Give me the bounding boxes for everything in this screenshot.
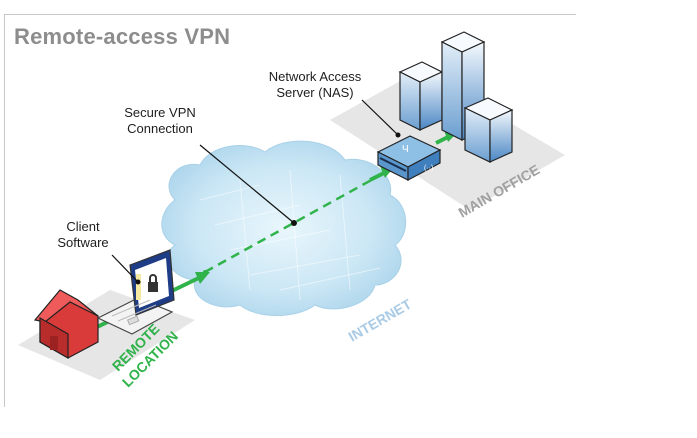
client-label-line1: Client xyxy=(66,219,100,234)
vpn-leader-line xyxy=(199,144,295,224)
svg-text:Ч: Ч xyxy=(402,144,409,155)
client-leader-dot xyxy=(135,279,141,285)
client-leader-line xyxy=(111,254,139,283)
laptop-lock-icon xyxy=(96,249,175,335)
client-software-label: Client Software xyxy=(38,219,128,251)
svg-text:(··): (··) xyxy=(424,165,433,172)
vpn-label-line1: Secure VPN xyxy=(124,105,196,120)
nas-leader-line xyxy=(361,99,399,136)
vpn-tunnel-line xyxy=(204,176,376,274)
diagram-title: Remote-access VPN xyxy=(14,24,231,49)
nas-label-line2: Server (NAS) xyxy=(276,85,354,100)
frame-top-border xyxy=(4,14,576,15)
frame-left-border xyxy=(4,14,5,407)
nas-label: Network Access Server (NAS) xyxy=(250,69,380,101)
nas-leader-dot xyxy=(395,132,401,138)
client-label-line2: Software xyxy=(57,235,109,250)
nas-device-icon: (··) Ч xyxy=(376,135,442,181)
vpn-label-line2: Connection xyxy=(127,121,193,136)
house-icon xyxy=(33,289,99,360)
office-buildings-icon xyxy=(398,31,514,163)
vpn-connection-label: Secure VPN Connection xyxy=(105,105,215,137)
nas-label-line1: Network Access xyxy=(268,69,362,84)
